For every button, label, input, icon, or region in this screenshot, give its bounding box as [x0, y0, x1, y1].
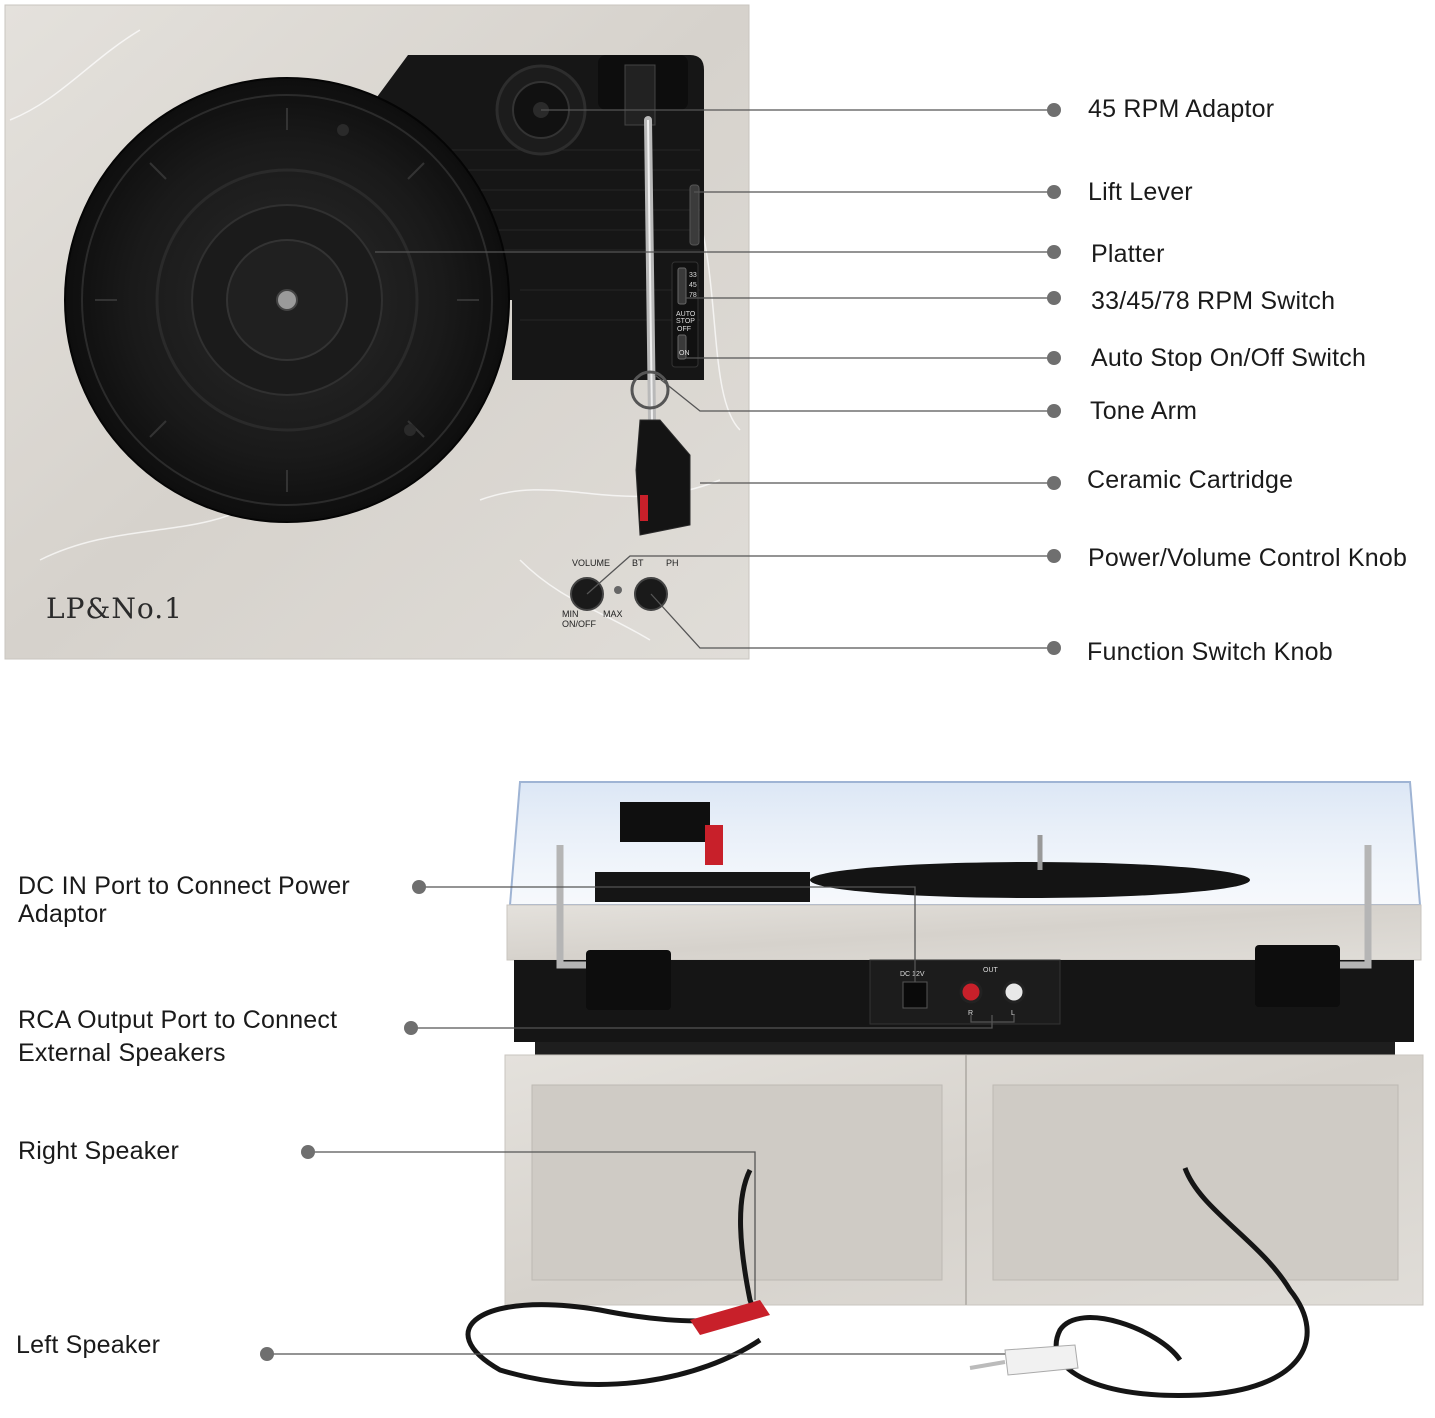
turntable-top-view: 33 45 78 AUTO STOP OFF ON VOLUME BT PH M…: [4, 4, 750, 660]
arm-rest: [630, 370, 670, 410]
rpm-45-label: 45: [689, 282, 697, 289]
ph-label: PH: [666, 558, 679, 568]
callout-dc-in-port-line2: Adaptor: [18, 900, 107, 928]
rca-output-port-right[interactable]: [959, 980, 983, 1004]
out-port-label: OUT: [983, 967, 999, 974]
right-speaker[interactable]: [531, 1084, 943, 1281]
rear-platter: [810, 862, 1250, 898]
rear-view-leaders: [267, 886, 1015, 1355]
callout-lift-lever: Lift Lever: [1088, 178, 1193, 206]
left-speaker-cable: [1053, 1167, 1310, 1399]
platter-screw: [337, 124, 349, 136]
right-hinge-block: [1255, 945, 1340, 1007]
auto-stop-on-label: ON: [679, 350, 690, 357]
dc-in-port[interactable]: [902, 981, 928, 1009]
tone-arm-highlight: [647, 119, 653, 421]
rpm-33-label: 33: [689, 272, 697, 279]
ceramic-cartridge[interactable]: [635, 419, 691, 536]
callout-right-speaker: Right Speaker: [18, 1137, 180, 1165]
platter-ring-mid: [155, 168, 419, 432]
indicator-led: [614, 586, 622, 594]
platter-ring-outer: [81, 94, 493, 506]
callout-ceramic-cartridge: Ceramic Cartridge: [1087, 466, 1294, 494]
brand-logo: LP&No.1: [46, 592, 183, 625]
callout-function-switch-knob: Function Switch Knob: [1087, 638, 1333, 666]
rpm-switch[interactable]: [677, 267, 687, 305]
volume-label: VOLUME: [572, 558, 610, 568]
tonearm-counterweight: [624, 64, 656, 126]
rear-view-callout-dots: [260, 880, 426, 1361]
right-hinge: [1328, 845, 1372, 969]
auto-stop-off-label: OFF: [677, 326, 691, 333]
callout-tone-arm: Tone Arm: [1090, 397, 1198, 425]
top-view-leaders: [375, 109, 1054, 649]
callout-rca-output-line2: External Speakers: [18, 1039, 226, 1067]
dc-port-label: DC 12V: [900, 971, 925, 978]
rpm-78-label: 78: [689, 292, 697, 299]
rca-output-port-left[interactable]: [1002, 980, 1026, 1004]
auto-stop-switch[interactable]: [677, 334, 687, 360]
spindle: [276, 289, 298, 311]
on-off-label: ON/OFF: [562, 619, 596, 629]
rear-feet: [535, 1042, 1395, 1056]
lift-lever[interactable]: [689, 184, 700, 246]
white-rca-pin: [969, 1360, 1006, 1370]
red-rca-plug: [690, 1300, 770, 1335]
cartridge-red-accent: [640, 495, 648, 521]
rca-r-label: R: [968, 1010, 973, 1017]
left-hinge-block: [586, 950, 671, 1010]
callout-rca-output-line1: RCA Output Port to Connect: [18, 1006, 338, 1034]
turntable-rear-view: DC 12V OUT R L: [465, 781, 1424, 1399]
callout-45-rpm-adaptor: 45 RPM Adaptor: [1088, 95, 1275, 123]
auto-stop-label-2: STOP: [676, 318, 695, 325]
white-rca-plug: [1004, 1344, 1079, 1376]
callout-left-speaker: Left Speaker: [16, 1331, 161, 1359]
max-label: MAX: [603, 609, 623, 619]
rear-red-accent: [705, 825, 723, 865]
bt-label: BT: [632, 558, 644, 568]
top-view-callout-dots: [1047, 103, 1061, 655]
left-speaker[interactable]: [992, 1084, 1399, 1281]
callout-auto-stop-switch: Auto Stop On/Off Switch: [1091, 344, 1367, 372]
rca-l-label: L: [1011, 1010, 1015, 1017]
platter-screw: [404, 424, 416, 436]
callout-power-volume-knob: Power/Volume Control Knob: [1088, 544, 1408, 572]
right-speaker-cable: [465, 1168, 762, 1387]
platter-mat-marks: [95, 108, 479, 492]
callout-platter: Platter: [1091, 240, 1165, 268]
min-label: MIN: [562, 609, 579, 619]
callout-dc-in-port-line1: DC IN Port to Connect Power: [18, 872, 350, 900]
rear-tonearm-head: [620, 802, 710, 842]
auto-stop-label-1: AUTO: [676, 311, 696, 318]
callout-rpm-switch: 33/45/78 RPM Switch: [1091, 287, 1336, 315]
